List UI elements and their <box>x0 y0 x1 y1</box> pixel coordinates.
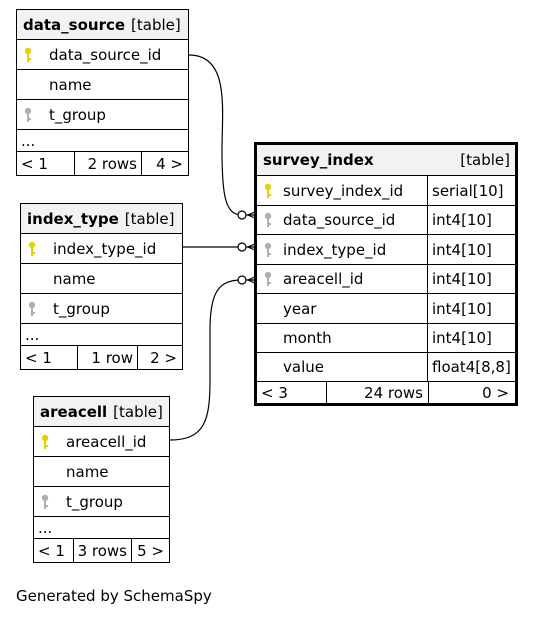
table-name: survey_index <box>263 151 374 169</box>
column-row[interactable]: value float4[8,8] <box>257 352 515 381</box>
primary-key-icon <box>257 183 279 199</box>
table-header: index_type [table] <box>21 204 182 233</box>
column-row[interactable]: month int4[10] <box>257 323 515 352</box>
column-type: serial[10] <box>432 181 504 200</box>
footer-children: 5 > <box>131 539 169 562</box>
relation-areacell <box>169 279 257 441</box>
more-columns: ... <box>21 323 182 345</box>
column-row[interactable]: name <box>34 456 169 486</box>
column-name: survey_index_id <box>283 181 404 200</box>
generated-by-text: Generated by SchemaSpy <box>16 587 212 605</box>
table-footer: < 1 1 row 2 > <box>21 345 182 369</box>
column-name: name <box>49 75 92 94</box>
column-name: index_type_id <box>53 239 157 258</box>
column-row[interactable]: data_source_id int4[10] <box>257 205 515 234</box>
footer-parents: < 1 <box>21 154 48 173</box>
foreign-key-icon <box>257 242 279 258</box>
column-row[interactable]: t_group <box>21 293 182 323</box>
relation-end-circle <box>237 210 247 220</box>
column-name: t_group <box>49 105 106 124</box>
footer-children: 2 > <box>137 346 182 369</box>
column-type: int4[10] <box>432 240 492 259</box>
table-name: data_source <box>23 15 126 34</box>
table-type-label: [table] <box>124 209 175 228</box>
primary-key-icon <box>21 241 43 257</box>
table-name: index_type <box>27 209 119 228</box>
column-name: data_source_id <box>283 211 396 229</box>
relation-end-circle <box>237 275 247 285</box>
footer-parents: < 1 <box>25 348 52 367</box>
footer-rows: 1 row <box>77 346 137 369</box>
column-row[interactable]: index_type_id <box>21 233 182 263</box>
ellipsis: ... <box>21 131 36 150</box>
table-data-source[interactable]: data_source [table] data_source_id name … <box>16 9 189 176</box>
column-type: int4[10] <box>432 211 492 229</box>
table-footer: < 1 2 rows 4 > <box>17 151 188 175</box>
footer-parents: < 1 <box>38 541 65 560</box>
table-header: areacell [table] <box>34 397 169 426</box>
ellipsis: ... <box>25 325 40 344</box>
foreign-key-icon <box>257 271 279 287</box>
column-row[interactable]: name <box>21 263 182 293</box>
footer-rows: 2 rows <box>74 152 141 175</box>
column-name: areacell_id <box>66 432 147 451</box>
table-name: areacell <box>40 402 108 421</box>
column-name: t_group <box>53 299 110 318</box>
table-type-label: [table] <box>131 15 181 34</box>
more-columns: ... <box>17 129 188 151</box>
column-name: data_source_id <box>49 45 162 64</box>
column-type: float4[8,8] <box>432 358 511 376</box>
column-type: int4[10] <box>432 299 492 318</box>
footer-children: 4 > <box>141 152 188 175</box>
table-header: survey_index [table] <box>257 145 515 175</box>
relation-end-circle <box>237 242 247 252</box>
foreign-key-icon <box>257 212 279 228</box>
column-row[interactable]: areacell_id <box>34 426 169 456</box>
column-name: year <box>283 299 317 318</box>
column-row[interactable]: t_group <box>34 486 169 516</box>
column-row[interactable]: t_group <box>17 99 188 129</box>
footer-children: 0 > <box>428 382 515 403</box>
table-type-label: [table] <box>113 402 163 421</box>
column-type: int4[10] <box>432 329 492 347</box>
more-columns: ... <box>34 516 169 538</box>
footer-parents: < 3 <box>261 383 288 402</box>
table-footer: < 1 3 rows 5 > <box>34 538 169 562</box>
primary-key-icon <box>17 47 39 63</box>
column-name: t_group <box>66 492 123 511</box>
ellipsis: ... <box>38 518 53 537</box>
table-survey-index[interactable]: survey_index [table] survey_index_id ser… <box>254 142 518 406</box>
footer-rows: 3 rows <box>73 539 131 562</box>
column-row[interactable]: survey_index_id serial[10] <box>257 175 515 205</box>
column-type: int4[10] <box>432 270 492 288</box>
foreign-key-icon <box>17 107 39 123</box>
table-header: data_source [table] <box>17 10 188 39</box>
column-name: value <box>283 358 324 376</box>
foreign-key-icon <box>34 494 56 510</box>
column-name: areacell_id <box>283 270 364 288</box>
column-row[interactable]: year int4[10] <box>257 293 515 323</box>
footer-rows: 24 rows <box>326 382 428 403</box>
column-row[interactable]: index_type_id int4[10] <box>257 234 515 264</box>
column-name: name <box>66 462 109 481</box>
table-footer: < 3 24 rows 0 > <box>257 381 515 403</box>
table-areacell[interactable]: areacell [table] areacell_id name t_grou… <box>33 396 170 563</box>
column-row[interactable]: data_source_id <box>17 39 188 69</box>
table-type-label: [table] <box>460 151 510 169</box>
relation-data-source <box>188 54 257 216</box>
column-row[interactable]: name <box>17 69 188 99</box>
table-index-type[interactable]: index_type [table] index_type_id name t_… <box>20 203 183 370</box>
column-row[interactable]: areacell_id int4[10] <box>257 264 515 293</box>
foreign-key-icon <box>21 301 43 317</box>
primary-key-icon <box>34 434 56 450</box>
column-name: index_type_id <box>283 240 387 259</box>
column-name: name <box>53 269 96 288</box>
column-name: month <box>283 329 332 347</box>
